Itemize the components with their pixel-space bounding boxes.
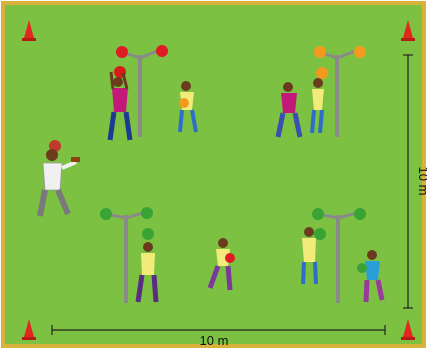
width-dimension-label: 10 m [200,333,229,348]
height-dimension-label: 10 m [416,167,427,196]
